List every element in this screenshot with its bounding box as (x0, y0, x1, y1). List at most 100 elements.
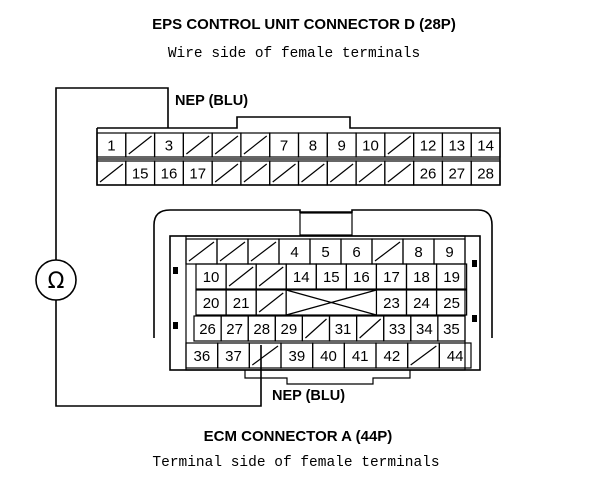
ecm-row4-cell (437, 315, 466, 342)
unused-terminal (243, 163, 268, 183)
terminal-number: 8 (414, 244, 422, 261)
terminal-number: 7 (280, 138, 288, 155)
terminal-number: 25 (443, 295, 460, 312)
terminal-number: 15 (323, 269, 340, 286)
terminal-number: 37 (225, 348, 242, 365)
unused-terminal (358, 163, 383, 183)
terminal-number: 28 (253, 321, 270, 338)
terminal-number: 26 (420, 166, 437, 183)
unused-terminal (251, 345, 279, 366)
ecm-wire-label: NEP (BLU) (272, 388, 345, 404)
terminal-number: 15 (132, 166, 149, 183)
meter-lead-bottom (55, 300, 262, 407)
meter-circuit: Ω (35, 87, 262, 407)
terminal-number: 24 (413, 295, 430, 312)
unused-terminal (188, 241, 215, 262)
unused-terminal (214, 163, 239, 183)
ecm-row2-cell (435, 263, 468, 290)
unused-terminal (258, 292, 284, 313)
ecm-row3-cell (435, 289, 468, 316)
ecm-marker (472, 315, 477, 322)
terminal-number: 41 (352, 348, 369, 365)
ohm-symbol: Ω (48, 269, 65, 294)
unused-terminal (243, 135, 268, 155)
terminal-number: 17 (383, 269, 400, 286)
terminal-number: 40 (320, 348, 337, 365)
terminal-number: 31 (335, 321, 352, 338)
terminal-number: 4 (290, 244, 298, 261)
terminal-number: 39 (288, 348, 305, 365)
eps-title: EPS CONTROL UNIT CONNECTOR D (28P) (152, 16, 456, 33)
unused-terminal (387, 163, 412, 183)
unused-terminal (304, 318, 327, 339)
eps-row1-cell (470, 132, 501, 158)
terminal-number: 44 (447, 348, 464, 365)
terminal-number: 27 (226, 321, 243, 338)
terminal-number: 36 (193, 348, 210, 365)
terminal-number: 19 (443, 269, 460, 286)
terminal-number: 29 (281, 321, 298, 338)
terminal-number: 21 (233, 295, 250, 312)
unused-terminal (410, 345, 437, 366)
terminal-number: 33 (389, 321, 406, 338)
terminal-number: 16 (161, 166, 178, 183)
terminal-number: 20 (203, 295, 220, 312)
unused-terminal (329, 163, 354, 183)
ohmmeter-icon (35, 259, 77, 301)
ecm-row5-cell (438, 342, 472, 369)
terminal-number: 35 (443, 321, 460, 338)
terminal-number: 8 (309, 138, 317, 155)
ecm-marker (472, 260, 477, 267)
unused-terminal (258, 266, 284, 287)
unused-terminal (250, 241, 277, 262)
terminal-number: 10 (362, 138, 379, 155)
unused-terminal (185, 135, 210, 155)
terminal-number: 13 (448, 138, 465, 155)
terminal-number: 6 (352, 244, 360, 261)
eps-wire-label: NEP (BLU) (175, 93, 248, 109)
terminal-number: 10 (203, 269, 220, 286)
ecm-title: ECM CONNECTOR A (44P) (204, 428, 393, 445)
eps-row2-cell (470, 160, 501, 186)
terminal-number: 5 (321, 244, 329, 261)
terminal-number: 28 (477, 166, 494, 183)
ecm-outer-shell (153, 209, 493, 338)
terminal-number: 26 (199, 321, 216, 338)
terminal-number: 3 (165, 138, 173, 155)
unused-terminal (387, 135, 412, 155)
terminal-number: 12 (420, 138, 437, 155)
terminal-number: 34 (416, 321, 433, 338)
terminal-number: 23 (383, 295, 400, 312)
unused-terminal (219, 241, 246, 262)
unused-terminal (272, 163, 296, 183)
unused-terminal (228, 266, 254, 287)
terminal-number: 9 (338, 138, 346, 155)
unused-terminal (214, 135, 239, 155)
terminal-number: 9 (445, 244, 453, 261)
terminal-number: 42 (383, 348, 400, 365)
ecm-marker (173, 322, 178, 329)
ecm-bottom-key (244, 370, 411, 385)
ecm-terminal-block (185, 235, 466, 371)
ecm-marker (173, 267, 178, 274)
unused-terminal (374, 241, 401, 262)
unused-terminal (359, 318, 382, 339)
terminal-number: 18 (413, 269, 430, 286)
terminal-number: 16 (353, 269, 370, 286)
terminal-number: 17 (189, 166, 206, 183)
terminal-number: 27 (448, 166, 465, 183)
terminal-number: 1 (107, 138, 115, 155)
meter-lead-top (55, 87, 169, 260)
terminal-number: 14 (477, 138, 494, 155)
ecm-subtitle: Terminal side of female terminals (152, 455, 439, 471)
unused-terminal (99, 163, 124, 183)
unused-terminal (128, 135, 152, 155)
ecm-latch (299, 212, 353, 236)
eps-subtitle: Wire side of female terminals (168, 46, 420, 62)
blocked-cavity-cross (286, 289, 377, 316)
unused-terminal (301, 163, 325, 183)
